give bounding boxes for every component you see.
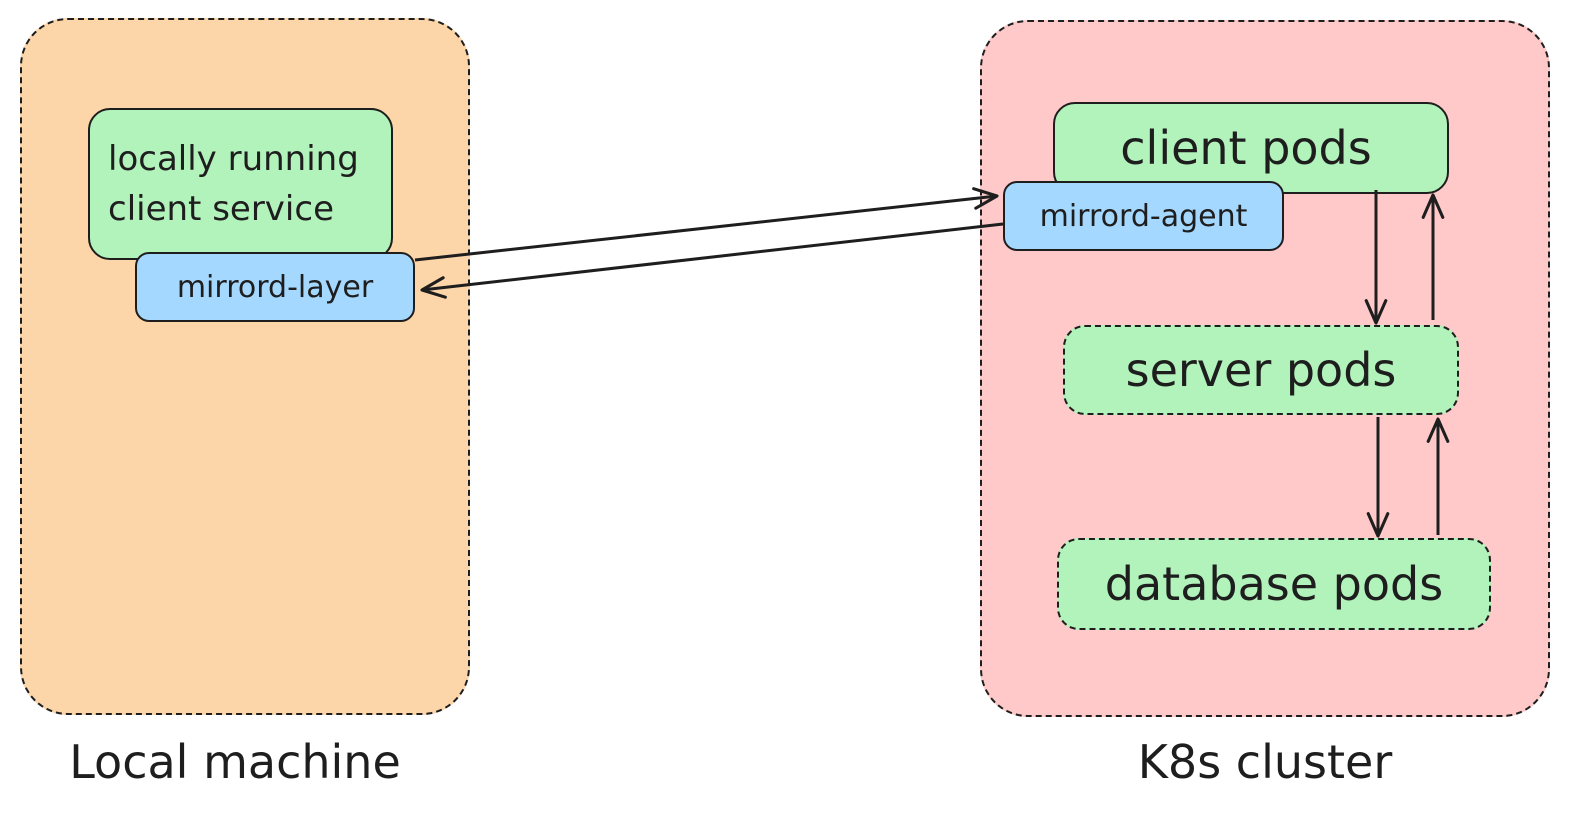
local-client-service-node: locally running client service [88,108,393,260]
k8s-cluster-caption: K8s cluster [1137,735,1393,789]
server-pods-label: server pods [1125,343,1397,397]
database-pods-node: database pods [1057,538,1491,630]
client-pods-label: client pods [1120,121,1372,175]
database-pods-label: database pods [1104,557,1444,611]
local-client-service-label-line2: client service [108,189,334,229]
server-pods-node: server pods [1063,325,1459,415]
mirrord-layer-label: mirrord-layer [176,269,374,305]
layer-to-agent-arrow [414,187,999,262]
mirrord-agent-label: mirrord-agent [1039,198,1248,234]
local-machine-caption: Local machine [69,735,401,789]
local-client-service-label-line1: locally running [108,139,359,179]
mirrord-layer-node: mirrord-layer [135,252,415,322]
agent-to-layer-arrow [420,222,1004,299]
mirrord-agent-node: mirrord-agent [1003,181,1284,251]
